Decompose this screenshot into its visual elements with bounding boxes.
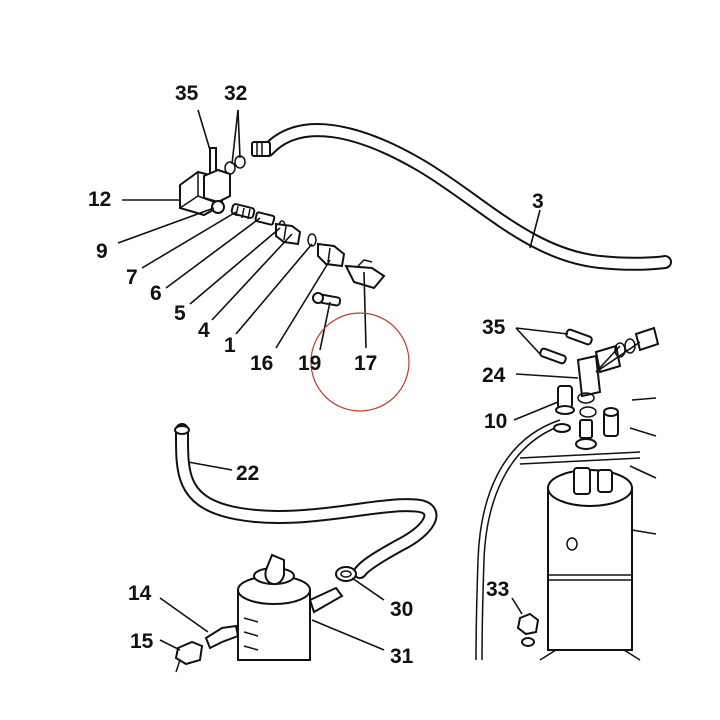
callout-19: 19 [298, 352, 321, 375]
callout-6: 6 [150, 282, 162, 305]
callout-labels: 35 32 12 9 7 6 5 4 1 16 19 17 3 35 24 10… [88, 82, 544, 668]
pin-35 [209, 147, 217, 175]
callout-5: 5 [174, 302, 186, 325]
callout-4: 4 [198, 319, 210, 342]
hose-22 [174, 423, 438, 579]
fitting-14-15 [174, 624, 240, 673]
fuel-filter-31 [237, 553, 344, 661]
callout-16: 16 [250, 352, 273, 375]
fitting-chain [230, 203, 386, 307]
callout-35-top: 35 [175, 82, 199, 105]
callout-3: 3 [532, 190, 544, 213]
callout-7: 7 [126, 266, 138, 289]
hose-3 [251, 123, 672, 271]
callout-31: 31 [390, 645, 414, 668]
callout-30: 30 [390, 598, 413, 621]
callout-1: 1 [224, 334, 236, 357]
valve-block-12 [179, 147, 231, 217]
hose-end-fitting [251, 141, 271, 157]
fuel-pump-assembly [475, 326, 660, 661]
callout-24: 24 [482, 364, 506, 387]
clamp-30 [335, 566, 357, 582]
highlight-ring [310, 312, 410, 412]
callout-22: 22 [236, 462, 259, 485]
clip-32 [224, 155, 246, 175]
leader-lines [117, 109, 657, 651]
callout-10: 10 [484, 410, 507, 433]
callout-33: 33 [486, 578, 509, 601]
callout-9: 9 [96, 240, 108, 263]
callout-32: 32 [224, 82, 247, 105]
callout-12: 12 [88, 188, 111, 211]
callout-15: 15 [130, 630, 154, 653]
callout-14: 14 [128, 582, 152, 605]
callout-17: 17 [354, 352, 377, 375]
callout-35-right: 35 [482, 316, 506, 339]
